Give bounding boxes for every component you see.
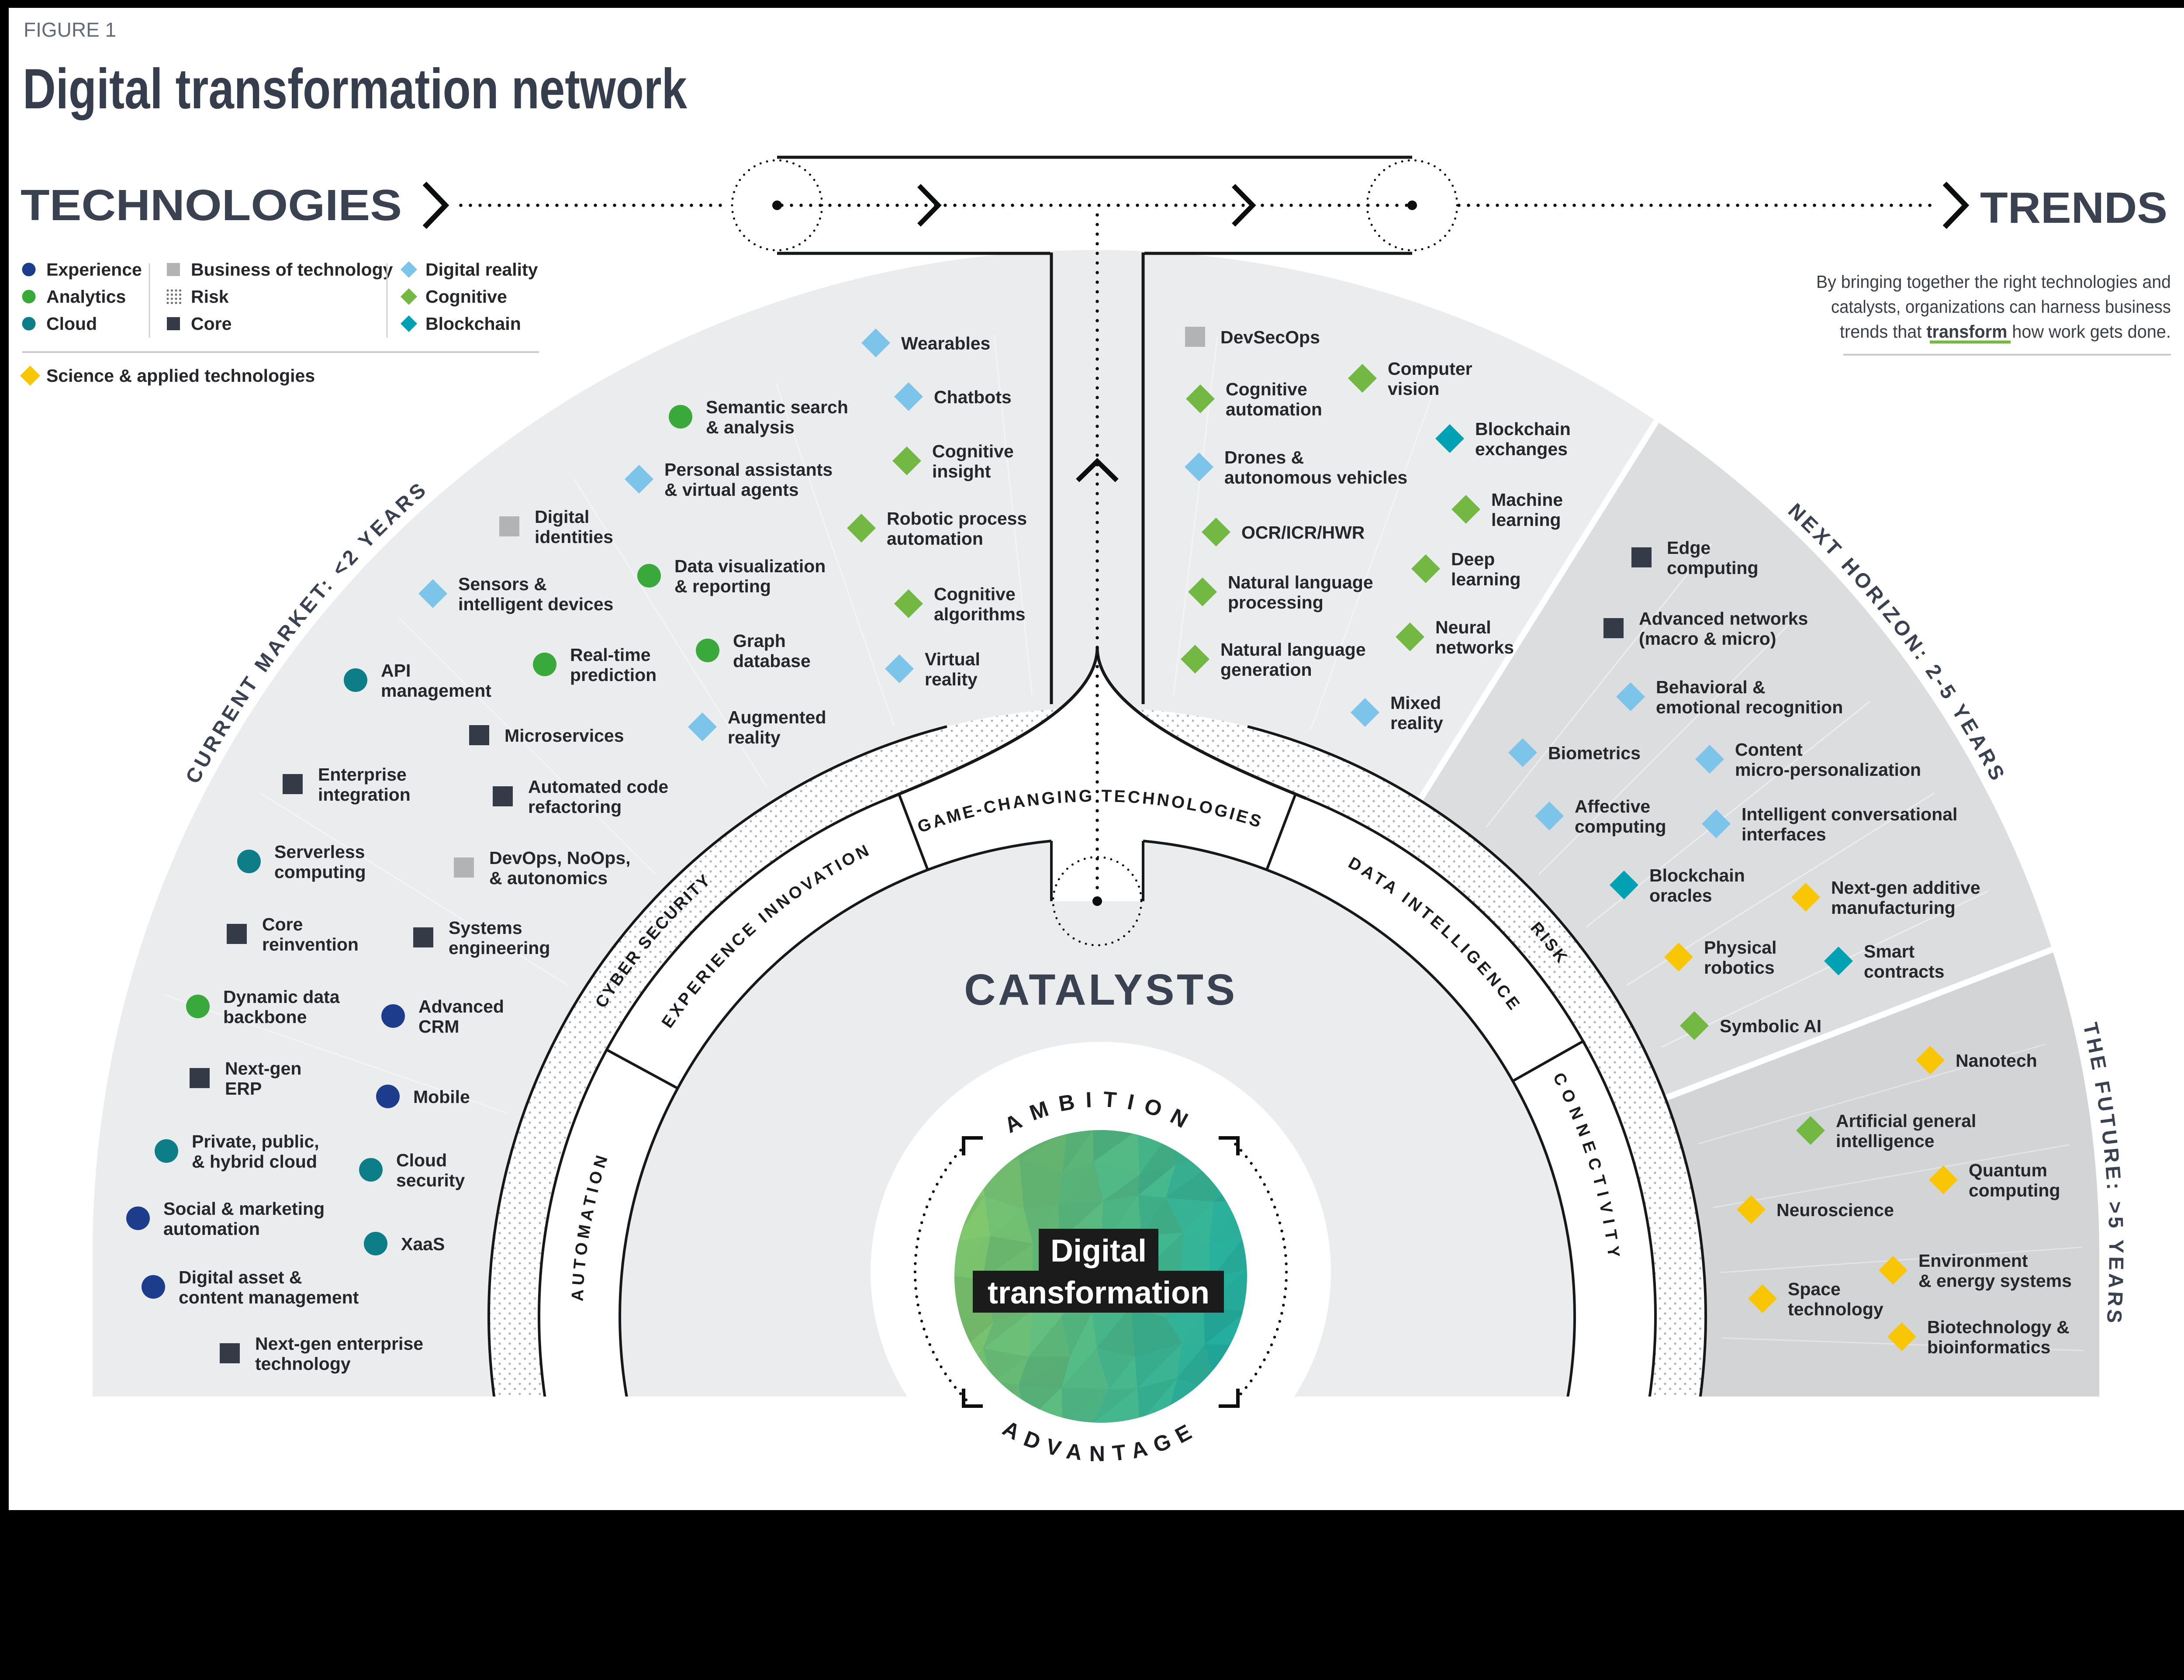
svg-text:Digital transformation network: Digital transformation network [23, 57, 688, 121]
svg-text:Neuroscience: Neuroscience [1776, 1200, 1894, 1220]
svg-text:FIGURE 1: FIGURE 1 [24, 18, 116, 41]
svg-text:Biotechnology &bioinformatics: Biotechnology &bioinformatics [1927, 1317, 2070, 1357]
svg-text:CATALYSTS: CATALYSTS [964, 965, 1237, 1014]
svg-text:Experience: Experience [46, 259, 142, 280]
svg-text:Nanotech: Nanotech [1956, 1051, 2037, 1071]
svg-text:By bringing together the right: By bringing together the right technolog… [1816, 272, 2171, 292]
svg-text:Risk: Risk [191, 287, 229, 307]
svg-text:Sensors &intelligent devices: Sensors &intelligent devices [458, 574, 613, 614]
svg-text:Chatbots: Chatbots [934, 387, 1012, 407]
svg-text:Digital asset &content managem: Digital asset &content management [179, 1267, 359, 1307]
svg-text:DevOps, NoOps,& autonomics: DevOps, NoOps,& autonomics [489, 848, 631, 888]
svg-text:TRENDS: TRENDS [1980, 183, 2167, 232]
svg-text:Cognitive: Cognitive [425, 287, 507, 307]
svg-text:Biometrics: Biometrics [1548, 743, 1641, 763]
svg-text:trends that transform how work: trends that transform how work gets done… [1840, 321, 2171, 342]
svg-text:DevSecOps: DevSecOps [1220, 327, 1320, 347]
svg-text:Digital reality: Digital reality [425, 259, 538, 280]
svg-text:Business of technology: Business of technology [191, 259, 393, 280]
svg-text:Blockchain: Blockchain [425, 314, 521, 334]
svg-text:transformation: transformation [988, 1276, 1209, 1310]
svg-text:Symbolic AI: Symbolic AI [1720, 1016, 1821, 1036]
svg-text:Advanced networks(macro & micr: Advanced networks(macro & micro) [1639, 608, 1808, 649]
svg-text:Wearables: Wearables [901, 333, 990, 353]
svg-text:Science & applied technologies: Science & applied technologies [46, 366, 315, 386]
svg-text:Cloud: Cloud [46, 314, 97, 334]
svg-text:Digital: Digital [1051, 1234, 1147, 1269]
svg-text:TECHNOLOGIES: TECHNOLOGIES [21, 181, 402, 230]
svg-text:catalysts, organizations can h: catalysts, organizations can harness bus… [1831, 297, 2171, 317]
svg-text:Mobile: Mobile [413, 1087, 470, 1107]
svg-text:Core: Core [191, 314, 232, 334]
svg-text:Microservices: Microservices [505, 726, 624, 746]
svg-text:OCR/ICR/HWR: OCR/ICR/HWR [1241, 522, 1365, 543]
svg-text:Environment& energy systems: Environment& energy systems [1918, 1251, 2072, 1291]
svg-text:XaaS: XaaS [401, 1234, 445, 1254]
svg-text:Private, public,& hybrid cloud: Private, public,& hybrid cloud [192, 1131, 319, 1172]
svg-text:Analytics: Analytics [46, 287, 126, 307]
